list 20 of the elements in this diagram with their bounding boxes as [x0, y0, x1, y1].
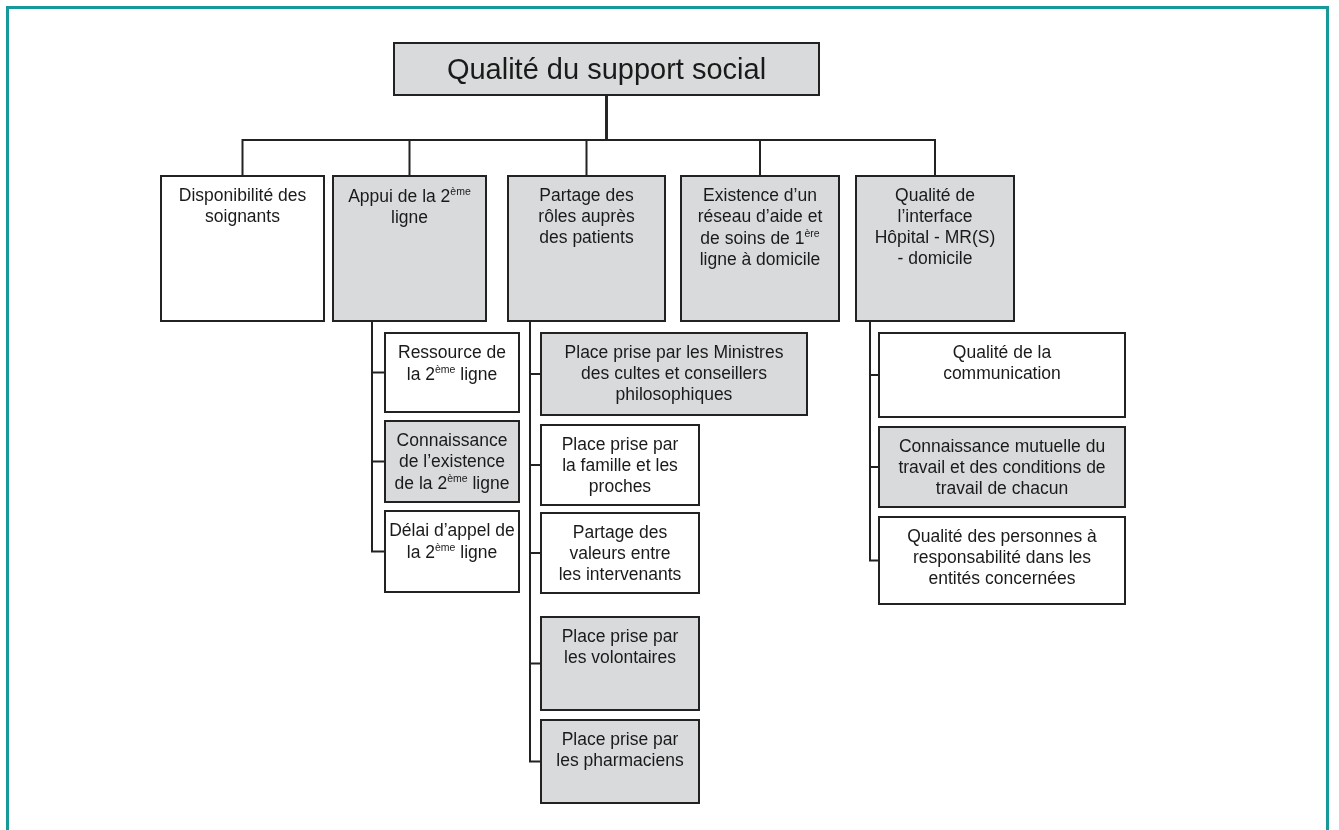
- connector-line: [869, 321, 879, 562]
- category-box: Connaissance mutuelle du travail et des conditions de travail de chacun: [878, 426, 1126, 508]
- category-box: Qualité de l’interface Hôpital - MR(S) - domicile: [855, 175, 1015, 322]
- category-box: Place prise par les Ministres des cultes et conseillers philosophiques: [540, 332, 808, 416]
- root-box: Qualité du support social: [393, 42, 820, 96]
- category-box: Qualité de la communication: [878, 332, 1126, 418]
- category-box: Disponibilité des soignants: [160, 175, 325, 322]
- connector-line: [371, 321, 385, 553]
- category-box: Ressource de la 2$^{ème}$ ligne: [384, 332, 520, 413]
- category-box: Place prise par les volontaires: [540, 616, 700, 711]
- category-box: Appui de la 2$^{ème}$ ligne: [332, 175, 487, 322]
- category-box: Partage des rôles auprès des patients: [507, 175, 666, 322]
- category-box: Délai d’appel de la 2$^{ème}$ ligne: [384, 510, 520, 593]
- category-box: Partage des valeurs entre les intervenants: [540, 512, 700, 594]
- category-box: Qualité des personnes à responsabilité dans les entités concernées: [878, 516, 1126, 605]
- category-box: Existence d’un réseau d’aide et de soins de 1$^{ère}$ ligne à domicile: [680, 175, 840, 322]
- connector-line: [605, 95, 936, 176]
- category-box: Connaissance de l’existence de la 2$^{ème}$ ligne: [384, 420, 520, 503]
- category-box: Place prise par la famille et les proches: [540, 424, 700, 506]
- category-box: Place prise par les pharmaciens: [540, 719, 700, 804]
